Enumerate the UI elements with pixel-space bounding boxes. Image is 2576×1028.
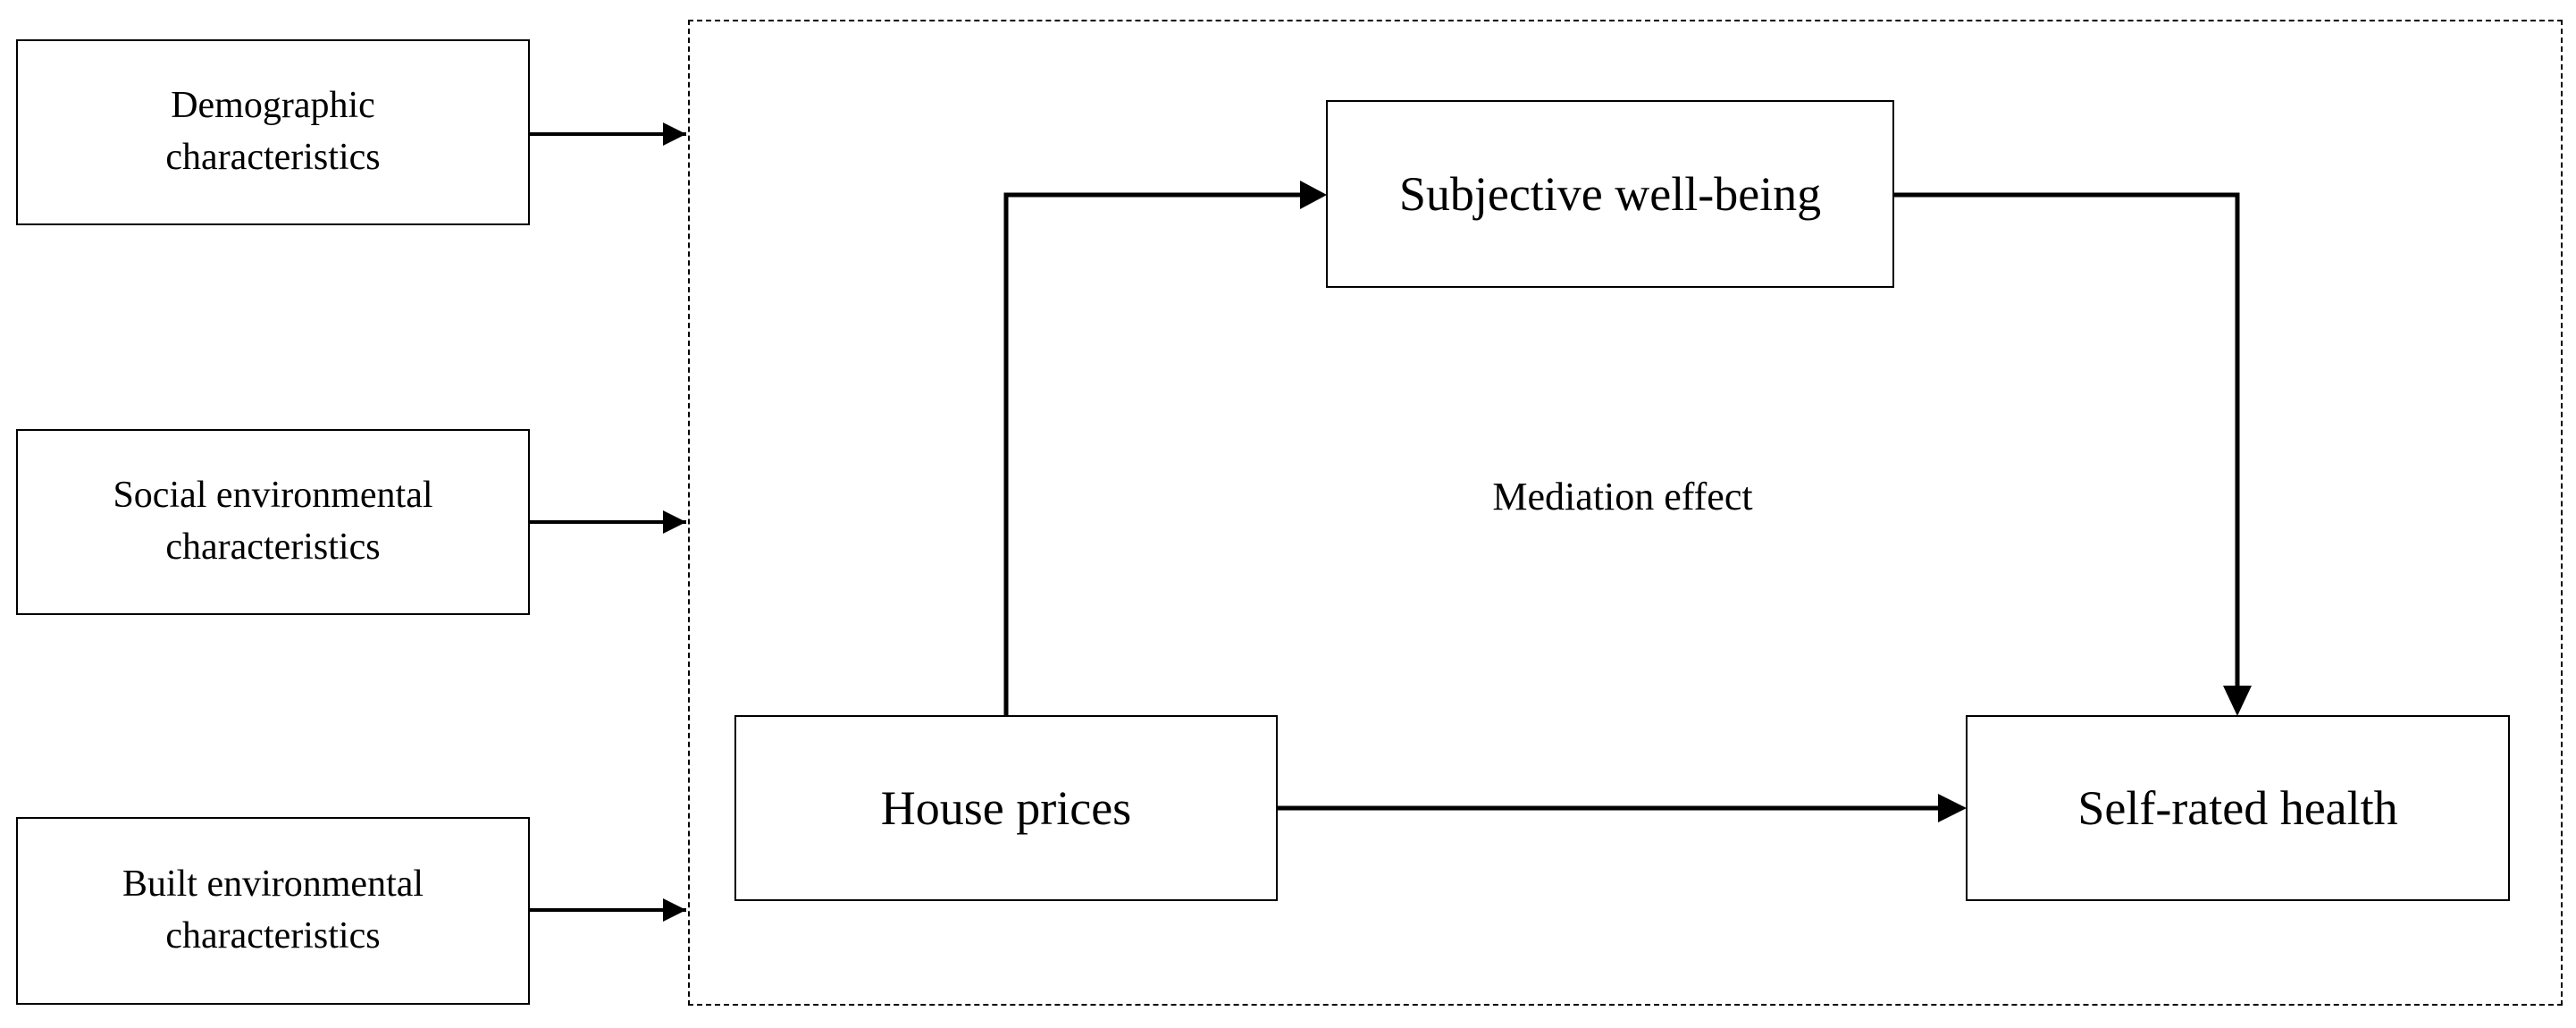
social-line-2: characteristics <box>165 527 381 568</box>
demographic-line-2: characteristics <box>165 137 381 178</box>
social-line-1: Social environmental <box>113 475 433 517</box>
house-prices-box: House prices <box>734 715 1278 901</box>
social-environmental-characteristics-box: Social environmental characteristics <box>16 429 530 615</box>
subjective-wellbeing-label: Subjective well-being <box>1398 166 1822 221</box>
mediation-effect-label: Mediation effect <box>1492 475 1753 518</box>
self-rated-health-box: Self-rated health <box>1966 715 2510 901</box>
self-rated-health-label: Self-rated health <box>2077 780 2398 835</box>
demographic-line-1: Demographic <box>171 85 375 127</box>
control-arrows <box>529 122 686 922</box>
subjective-wellbeing-box: Subjective well-being <box>1326 100 1894 288</box>
demographic-characteristics-box: Demographic characteristics <box>16 39 530 225</box>
built-line-1: Built environmental <box>122 864 424 906</box>
model-boundary-dashed <box>688 20 2563 1006</box>
house-prices-label: House prices <box>880 780 1132 835</box>
built-line-2: characteristics <box>165 915 381 956</box>
built-environmental-characteristics-box: Built environmental characteristics <box>16 817 530 1005</box>
